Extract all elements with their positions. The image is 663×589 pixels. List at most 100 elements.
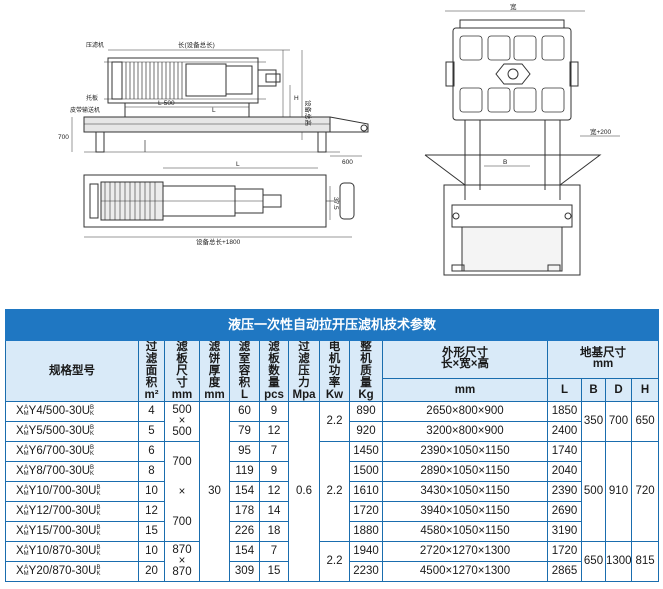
header-dims-title: 外形尺寸 (442, 347, 488, 360)
label-width: 宽 (510, 2, 517, 11)
header-dims-unit: mm (382, 377, 548, 403)
volume-cell: 154 (229, 481, 260, 502)
count-cell: 14 (259, 501, 289, 522)
power-cell-a: 2.2 (319, 401, 350, 442)
header-foundation-title: 地基尺寸 (580, 347, 627, 360)
count-cell: 12 (259, 481, 289, 502)
header-dims: 外形尺寸 长×宽×高 (382, 340, 548, 379)
volume-cell: 309 (229, 561, 260, 582)
volume-cell: 178 (229, 501, 260, 522)
found-b-cell-500: 350 (581, 401, 606, 442)
found-d-cell-500: 700 (605, 401, 632, 442)
dims-cell: 3940×1050×1150 (382, 501, 548, 522)
dims-cell: 2890×1050×1150 (382, 461, 548, 482)
count-cell: 9 (259, 401, 289, 422)
header-foundation: 地基尺寸 mm (546, 340, 660, 379)
count-cell: 9 (259, 461, 289, 482)
plate-cell-870: 870×870 (164, 541, 200, 582)
front-view (424, 10, 620, 276)
weight-cell: 920 (349, 421, 383, 442)
found-h-cell-700: 720 (630, 441, 660, 542)
volume-cell: 79 (229, 421, 260, 442)
pressure-cell: 0.6 (288, 401, 320, 582)
dims-cell: 3430×1050×1150 (382, 481, 548, 502)
dims-cell: 4580×1050×1150 (382, 521, 548, 542)
label-h: H (294, 95, 299, 102)
area-cell: 10 (138, 481, 165, 502)
label-length-total: 长(设备总长) (178, 40, 215, 49)
count-cell: 12 (259, 421, 289, 442)
label-width-plus-200: 宽+200 (590, 127, 612, 136)
found-h-cell-500: 650 (630, 401, 660, 442)
found-l-cell: 2865 (547, 561, 582, 582)
found-d-cell-700: 910 (605, 441, 632, 542)
found-l-cell: 1720 (547, 541, 582, 562)
header-dims-sub: 长×宽×高 (441, 358, 489, 371)
found-b-cell-870: 650 (581, 541, 606, 582)
power-cell-c: 2.2 (319, 541, 350, 582)
weight-cell: 1450 (349, 441, 383, 462)
plate-cell-700: 700×700 (164, 441, 200, 542)
count-cell: 7 (259, 541, 289, 562)
technical-drawings: 压滤机 长(设备总长) 设备总高 H L-500 L 托板 皮带输送机 700 … (58, 2, 620, 276)
header-found-b: B (581, 377, 606, 403)
cake-cell: 30 (199, 401, 230, 582)
drawing-canvas: 压滤机 长(设备总长) 设备总高 H L-500 L 托板 皮带输送机 700 … (58, 2, 620, 276)
found-l-cell: 1850 (547, 401, 582, 422)
area-cell: 8 (138, 461, 165, 482)
found-l-cell: 1740 (547, 441, 582, 462)
found-d-cell-870: 1300 (605, 541, 632, 582)
found-h-cell-870: 815 (630, 541, 660, 582)
area-cell: 6 (138, 441, 165, 462)
label-l-minus-500: L-500 (158, 100, 175, 107)
count-cell: 7 (259, 441, 289, 462)
header-model: 规格型号 (5, 340, 139, 402)
count-cell: 15 (259, 561, 289, 582)
header-foundation-unit: mm (592, 358, 614, 371)
label-dim-600: 600 (342, 159, 353, 166)
area-cell: 4 (138, 401, 165, 422)
count-cell: 18 (259, 521, 289, 542)
dims-cell: 2650×800×900 (382, 401, 548, 422)
label-total-length-1800: 设备总长+1800 (196, 237, 241, 246)
found-l-cell: 2390 (547, 481, 582, 502)
volume-cell: 226 (229, 521, 260, 542)
found-l-cell: 2690 (547, 501, 582, 522)
dims-cell: 2720×1270×1300 (382, 541, 548, 562)
label-dim-700: 700 (58, 134, 69, 141)
volume-cell: 60 (229, 401, 260, 422)
header-found-l: L (547, 377, 582, 403)
weight-cell: 1610 (349, 481, 383, 502)
dims-cell: 2390×1050×1150 (382, 441, 548, 462)
found-b-cell-700: 500 (581, 441, 606, 542)
label-l: L (212, 107, 216, 114)
volume-cell: 95 (229, 441, 260, 462)
dims-cell: 4500×1270×1300 (382, 561, 548, 582)
top-view (83, 167, 355, 238)
side-view (71, 49, 369, 157)
found-l-cell: 2400 (547, 421, 582, 442)
header-found-d: D (605, 377, 632, 403)
found-l-cell: 3190 (547, 521, 582, 542)
dims-cell: 3200×800×900 (382, 421, 548, 442)
